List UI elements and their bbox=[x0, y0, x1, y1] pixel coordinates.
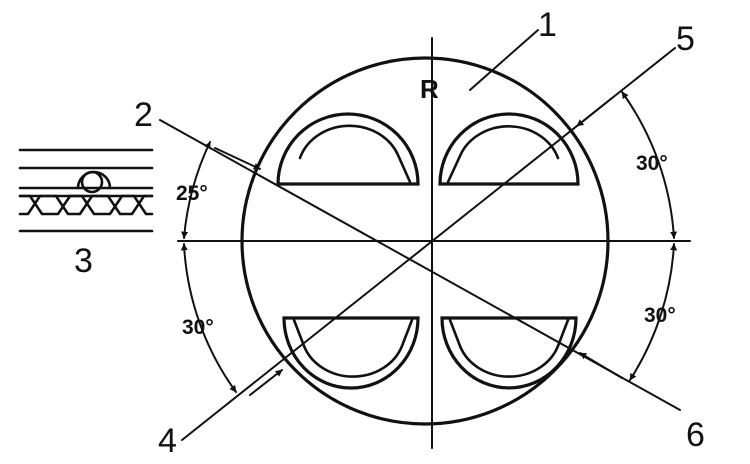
leader-line-1 bbox=[469, 29, 539, 91]
callout-4: 4 bbox=[158, 422, 177, 460]
valve-recess-upper-right bbox=[438, 112, 580, 186]
callout-2: 2 bbox=[134, 96, 153, 134]
valve-recess-lower-right bbox=[440, 316, 578, 390]
angle-label-lower-left: 30° bbox=[182, 316, 214, 339]
arrow-to-crown-4 bbox=[249, 369, 283, 396]
arrow-to-crown-2 bbox=[214, 147, 261, 170]
angle-label-upper-right: 30° bbox=[636, 152, 668, 175]
callout-5: 5 bbox=[676, 20, 695, 58]
angle-arc-lower-left bbox=[180, 243, 237, 393]
callout-3: 3 bbox=[74, 242, 93, 280]
rotation-reference-mark: R bbox=[420, 74, 439, 104]
angle-arc-upper-left bbox=[181, 141, 211, 239]
angle-arc-lower-right bbox=[629, 243, 678, 381]
angle-label-upper-left: 25° bbox=[176, 182, 208, 205]
angle-label-lower-right: 30° bbox=[644, 304, 676, 327]
angle-arc-upper-right bbox=[621, 91, 678, 239]
callout-6: 6 bbox=[686, 416, 705, 454]
arrow-to-crown-5 bbox=[576, 97, 613, 127]
callout-1: 1 bbox=[538, 6, 557, 44]
valve-recess-lower-left bbox=[282, 316, 420, 390]
piston-side-view-inset bbox=[18, 148, 154, 233]
valve-recess-upper-left bbox=[276, 112, 420, 186]
arrow-to-crown-6 bbox=[579, 352, 623, 379]
